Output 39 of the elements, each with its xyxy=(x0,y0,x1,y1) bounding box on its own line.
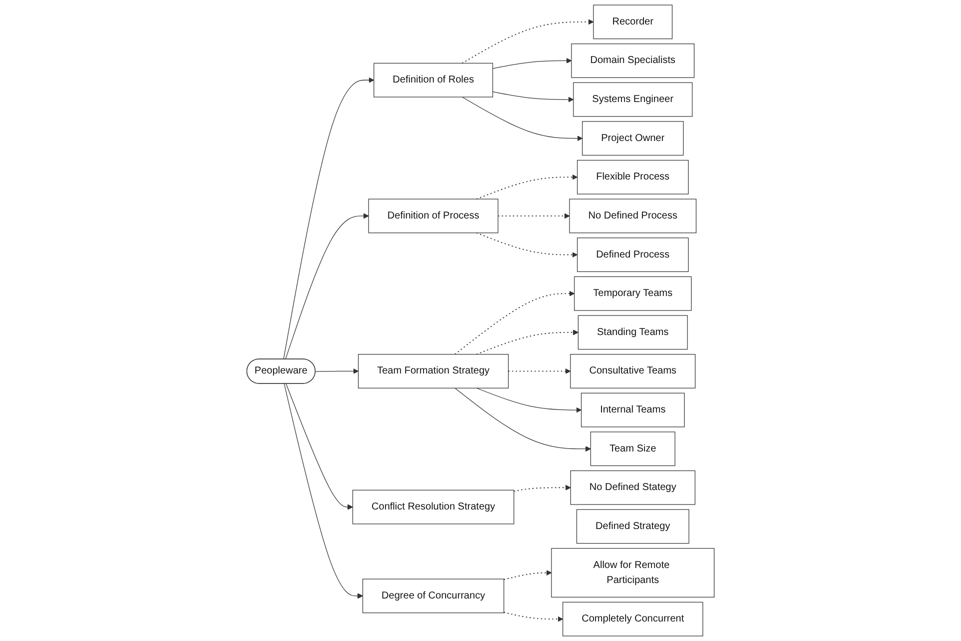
node-box: Standing Teams xyxy=(578,315,688,350)
node-box: Flexible Process xyxy=(577,160,689,194)
arrow xyxy=(286,383,353,510)
node-box: Allow for Remote Participants xyxy=(551,548,715,598)
node-box: Definition of Roles xyxy=(374,62,494,98)
arrow xyxy=(476,330,578,355)
arrow xyxy=(476,232,578,258)
node-box: No Defined Stategy xyxy=(570,470,696,505)
arrow xyxy=(315,368,359,374)
arrow xyxy=(462,19,594,64)
node-box: Consultative Teams xyxy=(570,354,696,388)
node-box: Definition of Process xyxy=(368,198,498,234)
node-box: Conflict Resolution Strategy xyxy=(352,490,514,524)
arrow xyxy=(454,290,575,355)
node-box: Degree of Concurrancy xyxy=(362,578,504,614)
arrow xyxy=(492,91,574,102)
arrow xyxy=(283,77,374,360)
node-box: Temporary Teams xyxy=(574,276,692,311)
arrow xyxy=(284,383,363,599)
arrow xyxy=(454,388,591,452)
arrow xyxy=(476,388,582,413)
node-box: Completely Concurrent xyxy=(562,602,704,636)
node-box: Team Formation Strategy xyxy=(358,354,509,388)
arrow xyxy=(462,96,583,142)
arrow xyxy=(508,368,571,374)
arrow xyxy=(503,612,564,622)
node-box: Project Owner xyxy=(582,121,684,156)
node-box: Defined Strategy xyxy=(576,509,690,544)
node-box: Team Size xyxy=(590,432,676,466)
arrow xyxy=(285,213,369,360)
arrow xyxy=(503,570,552,580)
node-box: No Defined Process xyxy=(569,198,696,234)
node-box: Domain Specialists xyxy=(571,44,694,78)
node-box: Systems Engineer xyxy=(573,82,693,117)
node-box: Recorder xyxy=(593,4,673,40)
arrow xyxy=(513,484,571,492)
node-box: Internal Teams xyxy=(580,392,685,428)
arrow xyxy=(492,58,572,69)
node-box: Defined Process xyxy=(576,238,689,272)
